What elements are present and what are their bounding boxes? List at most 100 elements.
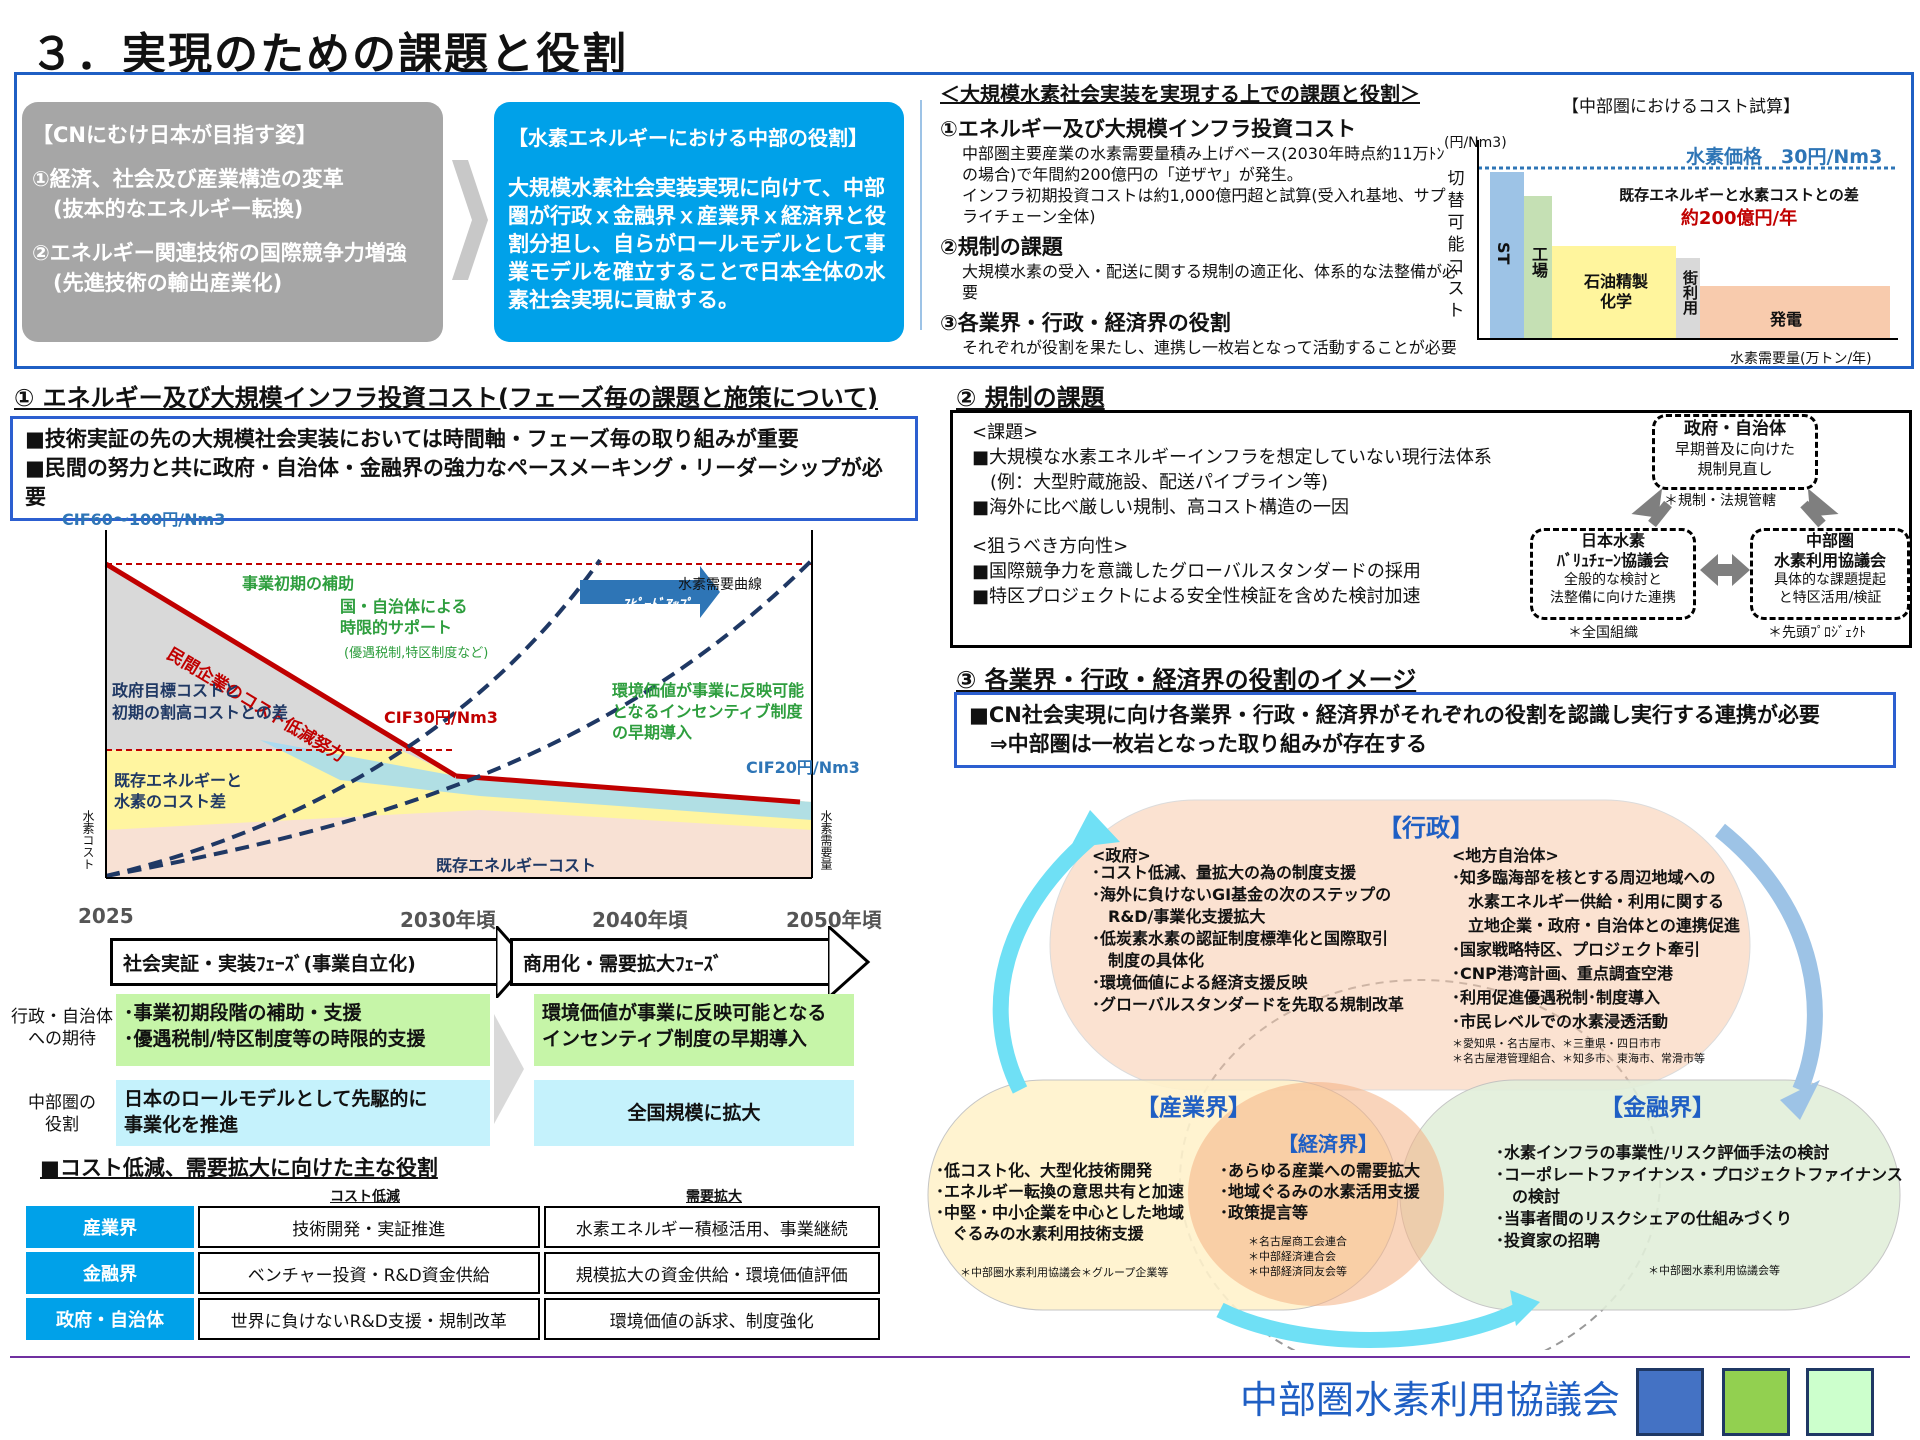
section-3-message: ■CN社会実現に向け各業界・行政・経済界がそれぞれの役割を認識し実行する連携が必… xyxy=(954,692,1896,768)
demand-curve-label: 水素需要曲線 xyxy=(678,577,762,593)
phase-2-arrow: 商用化・需要拡大ﾌｪｰｽﾞ xyxy=(510,938,832,986)
kinyu-roles: ･水素インフラの事業性/リスク評価手法の検討 ･コーポレートファイナンス・プロジ… xyxy=(1496,1143,1903,1250)
row-header: 産業界 xyxy=(26,1206,194,1248)
direction-item-2: ■特区プロジェクトによる安全性検証を含めた検討加速 xyxy=(972,586,1421,607)
jp-council-body: 全般的な検討と 法整備に向けた連携 xyxy=(1550,572,1676,606)
gov-node-note: ＊規制・法規管轄 xyxy=(1664,493,1776,509)
cost-bar-label-st: ST xyxy=(1494,242,1513,265)
table-cell: 規模拡大の資金供給・環境価値評価 xyxy=(543,1252,880,1294)
footer-divider xyxy=(10,1356,1910,1358)
cost-bar-label-refinery: 石油精製 化学 xyxy=(1583,272,1648,311)
jp-council-title: 日本水素 ﾊﾞﾘｭﾁｪｰﾝ協議会 xyxy=(1556,531,1669,570)
venn-diagram xyxy=(927,799,1901,1350)
gyosei-title: 【行政】 xyxy=(1378,814,1474,842)
support-label: 国・自治体による 時限的サポート xyxy=(340,597,468,637)
roles-col-cost: コスト低減 xyxy=(330,1189,400,1205)
chubu-role-heading: 【水素エネルギーにおける中部の役割】 xyxy=(508,126,868,150)
section-2-title: ② 規制の課題 xyxy=(956,384,1105,412)
gov-target-label: 政府目標コストと 初期の割高コストとの差 xyxy=(112,681,288,722)
section-1-message-2: ■民間の努力と共に政府・自治体・金融界の強力なペースメーキング・リーダーシップが… xyxy=(25,456,883,509)
row-1-cell-2: 環境価値が事業に反映可能となる インセンティブ制度の早期導入 xyxy=(534,994,854,1066)
cost-bar-label-city: 街利用 xyxy=(1681,270,1699,315)
cif-top-label: CIF60～100円/Nm3 xyxy=(62,510,226,529)
local-note: ＊愛知県・名古屋市、＊三重県・四日市市 ＊名古屋港管理組合、＊知多市、東海市、常… xyxy=(1452,1037,1705,1065)
cost-bar-label-power: 発電 xyxy=(1770,310,1803,329)
cost-bar-refinery xyxy=(1552,246,1676,338)
issue-item-1: ■大規模な水素エネルギーインフラを想定していない現行法体系 xyxy=(972,447,1492,468)
table-row: 金融界ベンチャー投資・R&D資金供給規模拡大の資金供給・環境価値評価 xyxy=(26,1252,880,1294)
sangyo-roles: ･低コスト化、大型化技術開発 ･エネルギー転換の意思共有と加速 ･中堅・中小企業… xyxy=(936,1161,1185,1243)
table-cell: 世界に負けないR&D支援・規制改革 xyxy=(198,1298,540,1340)
row-2-cell-1: 日本のロールモデルとして先駆的に 事業化を推進 xyxy=(116,1080,490,1146)
cost-chart-ylabel: 切替可能コスト xyxy=(1447,169,1465,321)
row-header: 政府・自治体 xyxy=(26,1298,194,1340)
cost-chart-unit: (円/Nm3) xyxy=(1444,135,1507,151)
cost-bar-factory xyxy=(1524,196,1552,338)
issue-3-title: ③各業界・行政・経済界の役割 xyxy=(940,311,1231,335)
direction-item-1: ■国際競争力を意識したグローバルスタンダードの採用 xyxy=(972,561,1421,582)
roles-table: 産業界技術開発・実証推進水素エネルギー積極活用、事業継続 金融界ベンチャー投資・… xyxy=(22,1202,884,1344)
japan-goal-box: 【CNにむけ日本が目指す姿】 ①経済、社会及び産業構造の変革 (抜本的なエネルギ… xyxy=(22,102,443,342)
cost-diff-label: 既存エネルギーと水素コストとの差 xyxy=(1619,186,1859,204)
local-roles: ･知多臨海部を核とする周辺地域への 水素エネルギー供給・利用に関する 立地企業・… xyxy=(1452,868,1740,1031)
chubu-council-node: 中部圏 水素利用協議会 具体的な課題提起 と特区活用/検証 xyxy=(1750,528,1910,620)
gov-node-body: 早期普及に向けた 規制見直し xyxy=(1674,440,1795,478)
footer-square-light xyxy=(1806,1368,1874,1436)
section-3-message-1: ■CN社会実現に向け各業界・行政・経済界がそれぞれの役割を認識し実行する連携が必… xyxy=(969,703,1820,727)
gov-node: 政府・自治体 早期普及に向けた 規制見直し xyxy=(1652,414,1818,490)
issue-2-body: 大規模水素の受入・配送に関する規制の適正化、体系的な法整備が必要 xyxy=(962,262,1459,302)
footer-org-name: 中部圏水素利用協議会 xyxy=(1239,1378,1620,1422)
x-label-2030: 2030年頃 xyxy=(400,908,496,932)
table-cell: 水素エネルギー積極活用、事業継続 xyxy=(543,1206,880,1248)
x-label-2025: 2025 xyxy=(78,904,134,928)
issues-subheading: <課題> xyxy=(972,422,1039,443)
gov-node-title: 政府・自治体 xyxy=(1684,419,1786,439)
cost-bar-city xyxy=(1676,258,1700,338)
issue-2-title: ②規制の課題 xyxy=(940,235,1063,259)
support-note: (優遇税制,特区制度など) xyxy=(344,646,489,661)
summary-panel xyxy=(14,72,1914,369)
japan-goal-item-1: ①経済、社会及び産業構造の変革 (抜本的なエネルギー転換) xyxy=(32,167,344,221)
section-3-title: ③ 各業界・行政・経済界の役割のイメージ xyxy=(956,666,1417,694)
local-heading: <地方自治体> xyxy=(1452,846,1559,865)
jp-council-note: ＊全国組織 xyxy=(1568,625,1638,641)
kinyu-title: 【金融界】 xyxy=(1600,1095,1715,1121)
roles-col-demand: 需要拡大 xyxy=(686,1189,742,1205)
chevron-right-icon xyxy=(494,1014,524,1124)
phase-chart xyxy=(104,530,814,879)
row-1-cell-1: ･事業初期段階の補助・支援 ･優遇税制/特区制度等の時限的支援 xyxy=(116,994,490,1066)
y-left-label: 水素コスト xyxy=(81,810,95,870)
chubu-role-box: 【水素エネルギーにおける中部の役割】 大規模水素社会実装実現に向けて、中部圏が行… xyxy=(494,102,904,342)
section-1-message-1: ■技術実証の先の大規模社会実装においては時間軸・フェーズ毎の取り組みが重要 xyxy=(25,427,799,451)
chubu-council-body: 具体的な課題提起 と特区活用/検証 xyxy=(1774,572,1886,606)
row-2-label: 中部圏の 役割 xyxy=(28,1093,96,1135)
table-row: 産業界技術開発・実証推進水素エネルギー積極活用、事業継続 xyxy=(26,1206,880,1248)
section-1-message: ■技術実証の先の大規模社会実装においては時間軸・フェーズ毎の取り組みが重要 ■民… xyxy=(10,416,918,521)
page-title: ３．実現のための課題と役割 xyxy=(30,29,628,80)
speed-up-label: ｽﾋﾟｰﾄﾞｱｯﾌﾟ xyxy=(622,597,692,613)
divider xyxy=(920,100,922,330)
hydrogen-price-label: 水素価格 30円/Nm3 xyxy=(1686,146,1883,168)
keizai-roles: ･あらゆる産業への需要拡大 ･地域ぐるみの水素活用支援 ･政策提言等 xyxy=(1220,1161,1421,1222)
chubu-role-body: 大規模水素社会実装実現に向けて、中部圏が行政ｘ金融界ｘ産業界ｘ経済界と役割分担し… xyxy=(508,176,886,312)
cost-chart-xlabel: 水素需要量(万トン/年) xyxy=(1730,351,1872,367)
issues-heading: ＜大規模水素社会実装を実現する上での課題と役割＞ xyxy=(940,82,1420,106)
chevron-right-icon xyxy=(452,160,488,280)
chubu-council-title: 中部圏 水素利用協議会 xyxy=(1773,531,1886,570)
table-cell: 環境価値の訴求、制度強化 xyxy=(543,1298,880,1340)
env-incentive-label: 環境価値が事業に反映可能 となるインセンティブ制度 の早期導入 xyxy=(612,681,805,742)
direction-subheading: <狙うべき方向性> xyxy=(972,536,1129,557)
cif20-label: CIF20円/Nm3 xyxy=(746,758,860,777)
kinyu-note: ＊中部圏水素利用協議会等 xyxy=(1648,1264,1780,1277)
cost-bar-power xyxy=(1700,286,1890,338)
cost-chart-title: 【中部圏におけるコスト試算】 xyxy=(1562,97,1800,117)
row-header: 金融界 xyxy=(26,1252,194,1294)
arrow-head-icon xyxy=(828,926,871,998)
issue-item-2: ■海外に比べ厳しい規制、高コスト構造の一因 xyxy=(972,497,1350,518)
regulation-panel xyxy=(950,410,1912,648)
japan-goal-heading: 【CNにむけ日本が目指す姿】 xyxy=(32,123,317,147)
table-cell: ベンチャー投資・R&D資金供給 xyxy=(198,1252,540,1294)
keizai-note: ＊名古屋商工会連合 ＊中部経済連合会 ＊中部経済同友会等 xyxy=(1248,1235,1347,1278)
subsidy-label: 事業初期の補助 xyxy=(242,574,355,593)
cost-bar-st xyxy=(1490,172,1524,338)
